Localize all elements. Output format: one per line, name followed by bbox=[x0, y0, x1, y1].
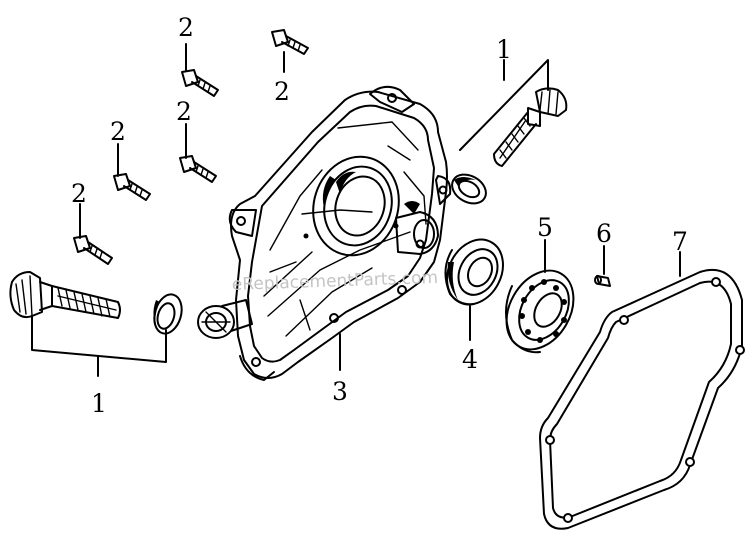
bolt-c bbox=[179, 155, 217, 183]
leader-lines bbox=[31, 43, 681, 377]
callout-bolt-d: 2 bbox=[110, 117, 126, 146]
callout-bolt-e: 2 bbox=[71, 179, 87, 208]
crankcase-cover bbox=[197, 85, 452, 381]
callout-bolt-a: 2 bbox=[178, 13, 194, 42]
bolt-b bbox=[271, 29, 309, 55]
oil-seal bbox=[444, 238, 504, 306]
dowel-pin bbox=[594, 275, 611, 287]
callout-bolt-b: 2 bbox=[274, 77, 290, 106]
callout-gasket: 7 bbox=[672, 227, 688, 256]
gasket bbox=[539, 268, 745, 530]
callout-bearing: 5 bbox=[537, 213, 553, 242]
bearing bbox=[505, 269, 575, 354]
callout-dowel-pin: 6 bbox=[596, 219, 612, 248]
callout-crankcase-cover: 3 bbox=[332, 377, 348, 406]
callout-oil-fill-cap-right: 1 bbox=[496, 35, 512, 64]
callout-oil-seal: 4 bbox=[462, 345, 478, 374]
oil-fill-cap-right bbox=[451, 87, 568, 205]
bolt-d bbox=[113, 173, 151, 201]
bolt-a bbox=[181, 69, 219, 97]
callout-oil-fill-cap-left: 1 bbox=[91, 389, 107, 418]
callout-bolt-c: 2 bbox=[176, 97, 192, 126]
oil-fill-cap-left bbox=[9, 271, 183, 335]
bolt-e bbox=[73, 235, 113, 265]
